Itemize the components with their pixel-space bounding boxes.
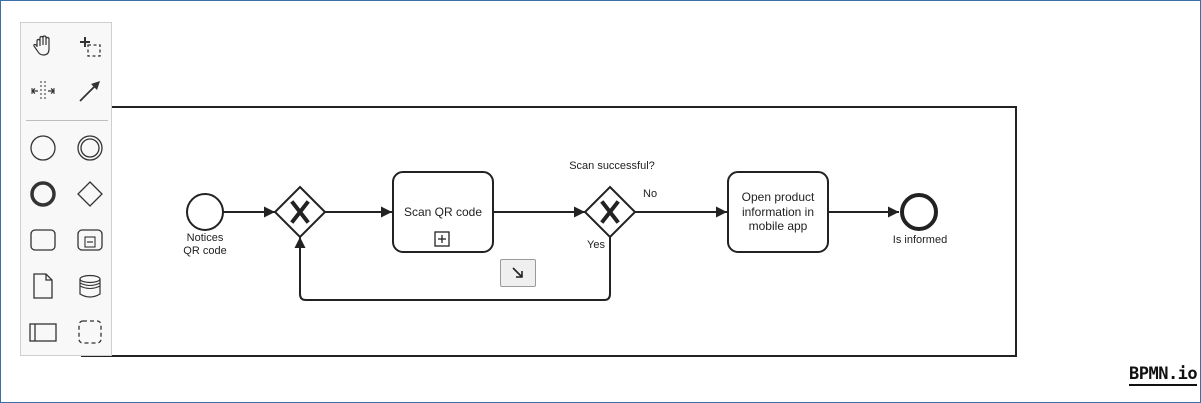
connect-arrow-icon: [79, 81, 100, 102]
task-open-label-line2: information in: [742, 205, 814, 219]
create-end-event[interactable]: [26, 177, 60, 211]
bpmn-io-logo[interactable]: BPMN.io: [1129, 364, 1198, 386]
task-open-product-info[interactable]: Open product information in mobile app: [727, 171, 829, 253]
gateway-icon: [77, 181, 103, 207]
subprocess-icon: [77, 229, 103, 251]
create-subprocess[interactable]: [73, 223, 107, 257]
space-tool[interactable]: [26, 74, 60, 108]
data-object-icon: [33, 273, 53, 299]
flow-no-label: No: [643, 188, 657, 200]
start-event[interactable]: [186, 193, 224, 231]
task-open-label-line3: mobile app: [749, 219, 808, 233]
lasso-tool[interactable]: [73, 29, 107, 63]
task-open-label-line1: Open product: [742, 190, 815, 204]
create-start-event[interactable]: [26, 131, 60, 165]
create-data-store[interactable]: [73, 269, 107, 303]
flow-yes-label: Yes: [587, 239, 605, 251]
create-gateway[interactable]: [73, 177, 107, 211]
start-event-label: Notices: [187, 232, 224, 244]
group-icon: [78, 320, 102, 344]
subprocess-marker-icon: [434, 231, 450, 247]
intermediate-event-icon: [77, 135, 103, 161]
end-event-icon: [30, 181, 56, 207]
pool-icon: [29, 323, 57, 342]
create-group[interactable]: [73, 315, 107, 349]
exclusive-gateway-1[interactable]: [273, 185, 327, 239]
end-event[interactable]: [900, 193, 938, 231]
context-pad-connect-button[interactable]: [500, 259, 536, 287]
start-event-icon: [30, 135, 56, 161]
task-scan-qr[interactable]: Scan QR code: [392, 171, 494, 253]
flow-yes-loop[interactable]: [294, 237, 611, 301]
start-event-label: QR code: [183, 245, 226, 257]
data-store-icon: [79, 274, 101, 298]
end-event-label: Is informed: [893, 234, 947, 246]
create-intermediate-event[interactable]: [73, 131, 107, 165]
logo-text: BPMN.io: [1129, 364, 1198, 386]
create-task[interactable]: [26, 223, 60, 257]
task-icon: [30, 229, 56, 251]
gateway-question-label: Scan successful?: [569, 160, 655, 172]
x-marker-icon: [600, 200, 620, 224]
hand-tool[interactable]: [26, 29, 60, 63]
space-tool-icon: [31, 81, 55, 101]
global-connect-tool[interactable]: [73, 74, 107, 108]
create-pool[interactable]: [26, 315, 60, 349]
task-scan-label: Scan QR code: [404, 205, 482, 219]
arrow-down-right-icon: [512, 267, 523, 278]
palette-separator: [26, 120, 108, 121]
lasso-icon: [80, 37, 101, 57]
create-data-object[interactable]: [26, 269, 60, 303]
tool-palette: [20, 22, 112, 356]
hand-icon: [33, 35, 50, 56]
x-marker-icon: [290, 200, 310, 224]
exclusive-gateway-2[interactable]: [583, 185, 637, 239]
